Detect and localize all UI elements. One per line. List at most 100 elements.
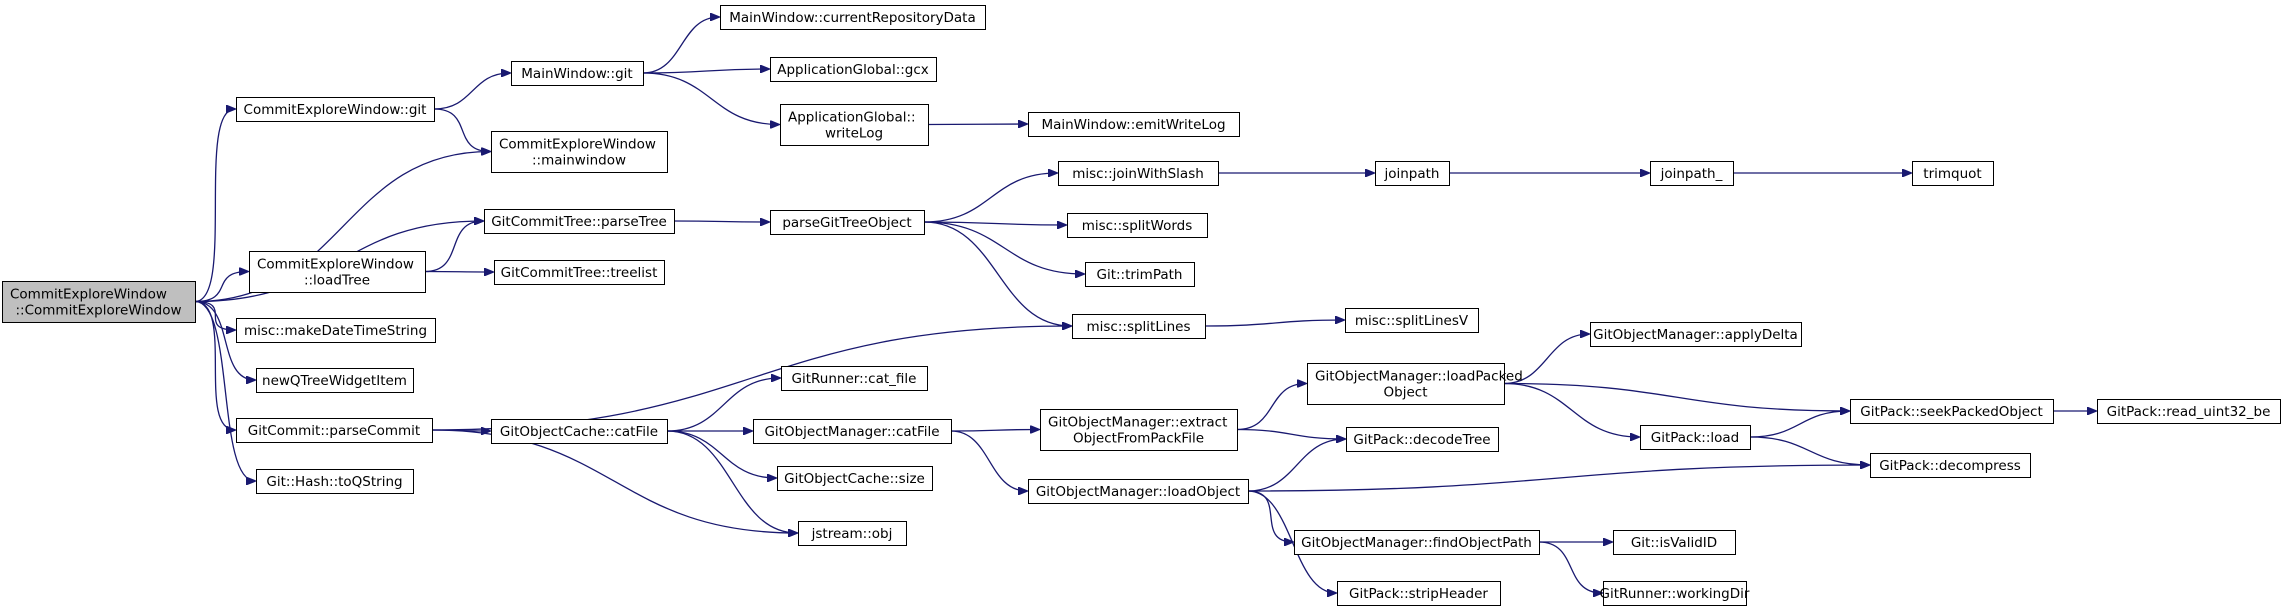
- node-label: GitRunner::cat_file: [792, 371, 917, 387]
- edge-goc_cf-to-goc_size: [666, 430, 776, 478]
- node-goc_cf[interactable]: GitObjectCache::catFile: [491, 419, 668, 444]
- node-box: [1294, 530, 1540, 555]
- node-label: ObjectFromPackFile: [1073, 431, 1204, 447]
- edge-pgto-to-m_jws: [923, 173, 1057, 223]
- node-box: [1870, 453, 2031, 478]
- node-root[interactable]: CommitExploreWindow::CommitExploreWindow: [2, 281, 196, 323]
- node-m_slv[interactable]: misc::splitLinesV: [1345, 308, 1479, 333]
- node-joinpath_[interactable]: joinpath_: [1650, 161, 1734, 186]
- node-box: [1650, 161, 1734, 186]
- node-gr_cf[interactable]: GitRunner::cat_file: [781, 366, 928, 391]
- node-label: newQTreeWidgetItem: [262, 373, 407, 389]
- node-gom_fop[interactable]: GitObjectManager::findObjectPath: [1294, 530, 1540, 555]
- node-box: [798, 521, 907, 546]
- node-box: [1346, 427, 1499, 452]
- node-gp_dc[interactable]: GitPack::decompress: [1870, 453, 2031, 478]
- node-label: misc::splitLinesV: [1355, 313, 1469, 329]
- node-box: [1375, 161, 1450, 186]
- edge-pgto-to-m_sw: [923, 222, 1066, 225]
- node-js_obj[interactable]: jstream::obj: [798, 521, 907, 546]
- node-label: trimquot: [1923, 166, 1981, 182]
- node-gct_tl[interactable]: GitCommitTree::treelist: [494, 260, 665, 285]
- node-gp_ru32[interactable]: GitPack::read_uint32_be: [2097, 399, 2281, 424]
- node-mw_crd[interactable]: MainWindow::currentRepositoryData: [720, 5, 986, 30]
- node-box: [1613, 530, 1736, 555]
- node-label: MainWindow::git: [521, 66, 632, 82]
- node-pgto[interactable]: parseGitTreeObject: [770, 210, 925, 235]
- node-label: Git::Hash::toQString: [266, 474, 402, 490]
- edge-gom_lo-to-gp_dt: [1247, 439, 1345, 492]
- node-box: [770, 210, 925, 235]
- node-trimquot[interactable]: trimquot: [1912, 161, 1994, 186]
- node-label: Object: [1384, 385, 1428, 401]
- node-gom_ad[interactable]: GitObjectManager::applyDelta: [1590, 322, 1802, 347]
- node-box: [777, 466, 933, 491]
- node-cew_lt[interactable]: CommitExploreWindow::loadTree: [249, 251, 426, 293]
- edge-goc_cf-to-js_obj: [666, 430, 797, 533]
- node-joinpath[interactable]: joinpath: [1375, 161, 1450, 186]
- node-mw_git[interactable]: MainWindow::git: [511, 61, 644, 86]
- node-ag_wl[interactable]: ApplicationGlobal::writeLog: [780, 104, 929, 146]
- node-label: parseGitTreeObject: [782, 215, 911, 231]
- node-gp_load[interactable]: GitPack::load: [1640, 425, 1751, 450]
- node-g_tp[interactable]: Git::trimPath: [1085, 262, 1195, 287]
- node-m_jws[interactable]: misc::joinWithSlash: [1058, 161, 1219, 186]
- edge-gom_lpo-to-gp_load: [1503, 382, 1639, 438]
- edge-cew_lt-to-gct_tl: [424, 272, 493, 273]
- node-label: MainWindow::currentRepositoryData: [729, 10, 976, 26]
- edge-gom_lo-to-gp_dc: [1247, 465, 1869, 492]
- node-label: Git::isValidID: [1631, 535, 1717, 551]
- node-gom_cf[interactable]: GitObjectManager::catFile: [753, 419, 952, 444]
- node-cew_git[interactable]: CommitExploreWindow::git: [236, 97, 435, 122]
- node-label: ::loadTree: [304, 273, 370, 289]
- node-gh_tqs[interactable]: Git::Hash::toQString: [256, 469, 414, 494]
- node-box: [236, 418, 433, 443]
- node-box: [780, 104, 929, 146]
- edge-root-to-m_mdts: [194, 300, 235, 331]
- node-gr_wd[interactable]: GitRunner::workingDir: [1600, 581, 1750, 606]
- node-box: [511, 61, 644, 86]
- node-box: [491, 131, 668, 173]
- node-label: GitPack::stripHeader: [1349, 586, 1488, 602]
- node-cew_mw[interactable]: CommitExploreWindow::mainwindow: [491, 131, 668, 173]
- node-goc_size[interactable]: GitObjectCache::size: [777, 466, 933, 491]
- node-m_sw[interactable]: misc::splitWords: [1067, 213, 1208, 238]
- node-label: GitObjectManager::findObjectPath: [1301, 535, 1532, 551]
- node-g_ivid[interactable]: Git::isValidID: [1613, 530, 1736, 555]
- node-label: writeLog: [825, 126, 883, 142]
- node-label: GitPack::decodeTree: [1353, 432, 1490, 448]
- node-label: CommitExploreWindow::git: [244, 102, 427, 118]
- node-ag_gcx[interactable]: ApplicationGlobal::gcx: [770, 57, 937, 82]
- edge-gp_load-to-gp_dc: [1749, 436, 1869, 465]
- node-m_sl[interactable]: misc::splitLines: [1072, 314, 1206, 339]
- node-box: [236, 318, 436, 343]
- node-gom_lo[interactable]: GitObjectManager::loadObject: [1028, 479, 1249, 504]
- node-gc_pc[interactable]: GitCommit::parseCommit: [236, 418, 433, 443]
- node-box: [1590, 322, 1802, 347]
- node-box: [1028, 479, 1249, 504]
- node-label: GitCommitTree::treelist: [501, 265, 658, 281]
- node-box: [491, 419, 668, 444]
- node-label: misc::splitWords: [1082, 218, 1193, 234]
- node-mw_ewl[interactable]: MainWindow::emitWriteLog: [1028, 112, 1240, 137]
- node-gct_pt[interactable]: GitCommitTree::parseTree: [484, 209, 675, 234]
- edge-gom_lo-to-gp_sh: [1247, 490, 1336, 593]
- node-label: GitRunner::workingDir: [1600, 586, 1750, 602]
- node-box: [1640, 425, 1751, 450]
- node-m_mdts[interactable]: misc::makeDateTimeString: [236, 318, 436, 343]
- node-label: GitObjectManager::applyDelta: [1593, 327, 1798, 343]
- node-nqtwi[interactable]: newQTreeWidgetItem: [256, 368, 414, 393]
- node-gom_eopf[interactable]: GitObjectManager::extractObjectFromPackF…: [1040, 409, 1238, 451]
- edge-pgto-to-g_tp: [923, 221, 1084, 274]
- node-label: CommitExploreWindow: [257, 257, 414, 273]
- node-gp_sh[interactable]: GitPack::stripHeader: [1337, 581, 1501, 606]
- node-gp_dt[interactable]: GitPack::decodeTree: [1346, 427, 1499, 452]
- edge-gom_lpo-to-gom_ad: [1503, 334, 1589, 385]
- node-label: GitObjectManager::loadObject: [1036, 484, 1240, 500]
- node-box: [1085, 262, 1195, 287]
- edge-root-to-gh_tqs: [194, 300, 255, 482]
- node-box: [781, 366, 928, 391]
- node-gp_spo[interactable]: GitPack::seekPackedObject: [1850, 399, 2054, 424]
